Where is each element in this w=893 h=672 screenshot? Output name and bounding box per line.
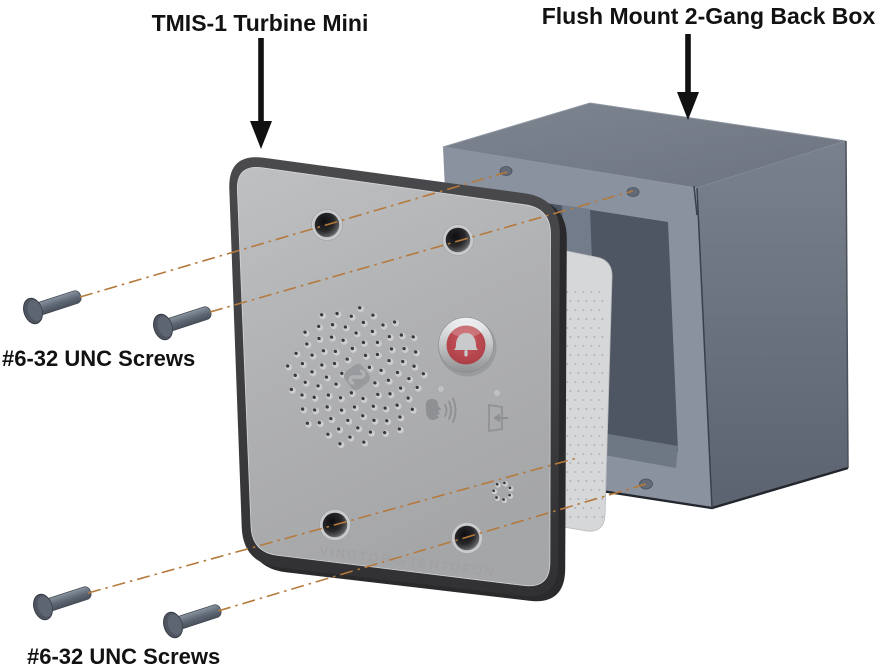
label-device: TMIS-1 Turbine Mini [151,10,369,36]
back-box-front-edge [696,187,713,509]
module-vent-dots [566,291,604,518]
screw [159,596,226,641]
back-box-notch [693,185,698,216]
talk-icon [425,397,457,423]
label-backbox: Flush Mount 2-Gang Back Box [541,3,876,29]
led-indicator [437,385,445,393]
label-screws-upper: #6-32 UNC Screws [2,346,196,371]
leader-line [209,190,634,313]
plate-screw-hole [451,522,483,554]
door-release-icon [488,404,508,432]
back-box-right-face [697,141,848,508]
back-box-back-edge [845,140,849,469]
label-screws-lower: #6-32 UNC Screws [27,644,221,669]
plate-screw-hole [442,224,474,256]
arrow-device [250,38,272,149]
leader-line [79,171,508,298]
screw [29,578,96,623]
leader-line [87,457,578,594]
screw [19,282,86,327]
faceplate: VINGTOR-STENTOFON [229,157,567,602]
stentofon-logo [343,363,371,391]
speaker-grille [285,305,428,449]
screw [149,298,216,343]
led-indicator [493,389,501,397]
bell-icon [454,333,478,357]
arrow-backbox [677,34,699,120]
call-button [438,317,497,377]
microphone-holes [491,481,514,504]
leader-line [217,483,647,612]
faceplate-panel [236,166,551,587]
